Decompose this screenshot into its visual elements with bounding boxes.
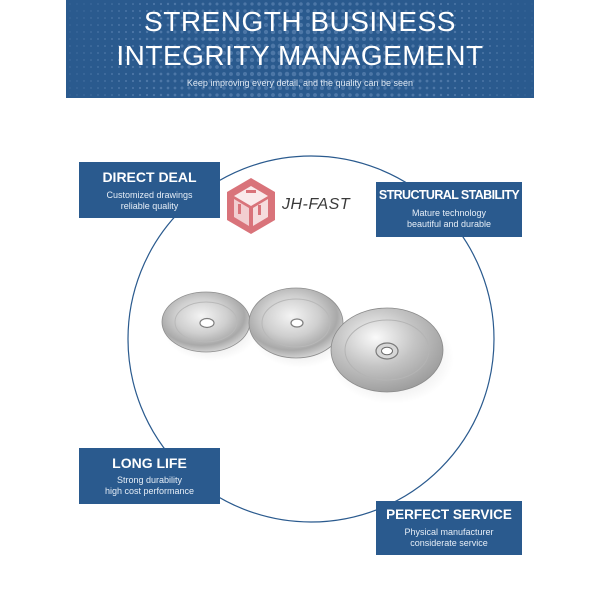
- feature-title: PERFECT SERVICE: [386, 507, 512, 522]
- feature-line2: reliable quality: [120, 201, 179, 211]
- frame-circle: [127, 155, 495, 523]
- feature-title: DIRECT DEAL: [102, 169, 197, 185]
- feature-title: STRUCTURAL STABILITY: [378, 188, 520, 202]
- washer-medium: [248, 287, 350, 368]
- feature-line2: beautiful and durable: [406, 219, 492, 229]
- feature-line1: Customized drawings: [106, 190, 193, 200]
- washer-small: [161, 291, 259, 361]
- feature-line2: high cost performance: [104, 486, 195, 496]
- feature-line2: considerate service: [410, 538, 488, 548]
- dot-pattern: [69, 2, 533, 97]
- feature-long-life: LONG LIFE Strong durability high cost pe…: [79, 448, 220, 504]
- feature-line1: Mature technology: [411, 208, 487, 218]
- feature-line1: Strong durability: [116, 475, 183, 485]
- banner-subtitle: Keep improving every detail, and the qua…: [186, 78, 414, 88]
- header-banner: STRENGTH BUSINESS INTEGRITY MANAGEMENT K…: [66, 0, 534, 98]
- feature-structural-stability: STRUCTURAL STABILITY Mature technology b…: [376, 182, 522, 237]
- banner-title-line1: STRENGTH BUSINESS: [144, 6, 456, 37]
- feature-direct-deal: DIRECT DEAL Customized drawings reliable…: [79, 162, 220, 218]
- banner-title-line2: INTEGRITY MANAGEMENT: [116, 40, 484, 71]
- feature-line1: Physical manufacturer: [404, 527, 494, 537]
- washer-large: [330, 307, 454, 404]
- brand-name: JH-FAST: [282, 196, 351, 213]
- hexagon-cube-logo-icon: [227, 178, 275, 234]
- feature-title: LONG LIFE: [112, 455, 187, 471]
- feature-perfect-service: PERFECT SERVICE Physical manufacturer co…: [376, 501, 522, 555]
